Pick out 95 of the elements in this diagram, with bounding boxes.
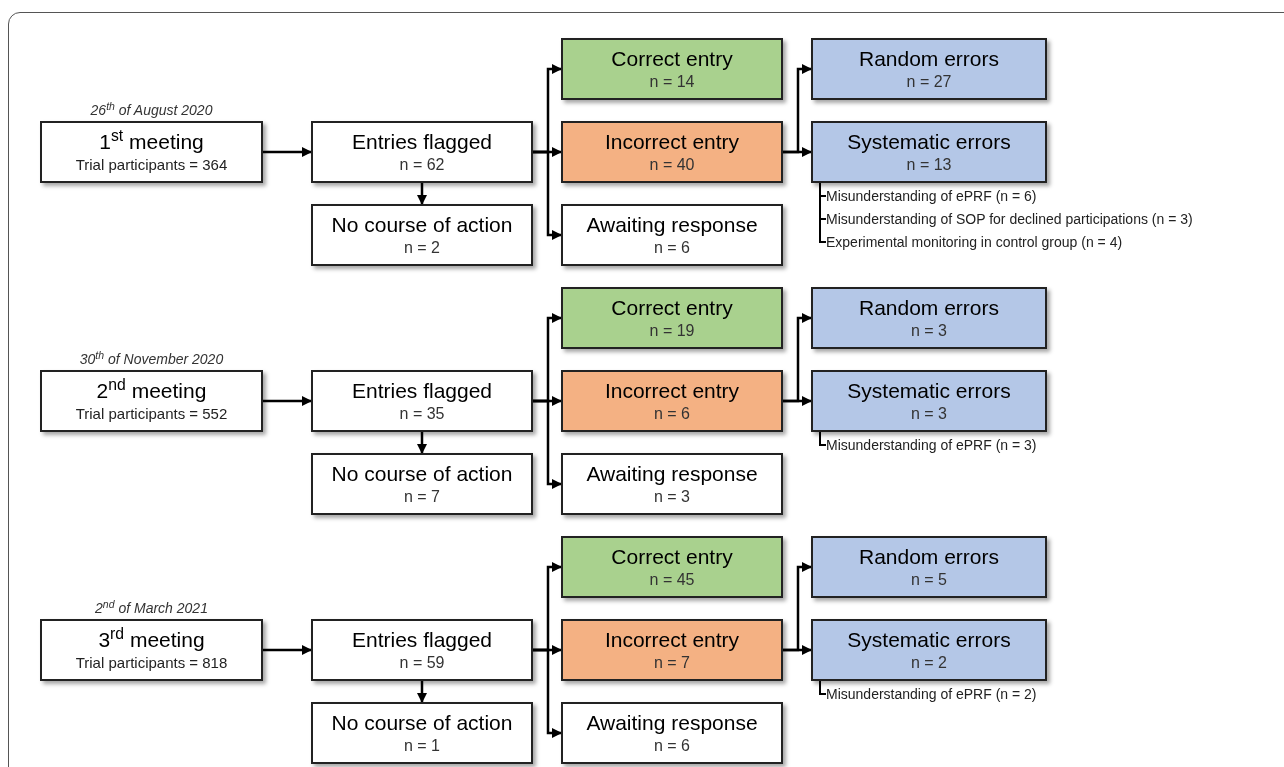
box-title: Awaiting response	[586, 212, 758, 238]
box-title: Systematic errors	[847, 129, 1011, 155]
outcome-box	[311, 453, 533, 515]
outcome-box	[311, 204, 533, 266]
error-box	[811, 38, 1047, 100]
box-count: n = 2	[404, 238, 440, 258]
box-count: n = 6	[654, 238, 690, 258]
box-count: n = 14	[649, 72, 695, 92]
box-count: n = 27	[906, 72, 952, 92]
box-title: No course of action	[331, 710, 513, 736]
box-title: Incorrect entry	[604, 129, 740, 155]
outcome-box	[561, 121, 783, 183]
box-title: No course of action	[331, 212, 513, 238]
box-count: n = 6	[654, 736, 690, 756]
error-cause-text: Misunderstanding of ePRF (n = 3)	[826, 435, 1037, 455]
outcome-box	[561, 204, 783, 266]
box-title: 2$^{nd}$ meeting	[96, 378, 207, 404]
bracket-line	[819, 680, 827, 695]
error-box	[811, 287, 1047, 349]
box-title: Random errors	[858, 295, 1000, 321]
meeting-box	[40, 121, 263, 183]
arrow	[417, 183, 427, 205]
box-title: No course of action	[331, 461, 513, 487]
error-box	[811, 536, 1047, 598]
box-count: n = 35	[399, 404, 445, 424]
outcome-box	[561, 453, 783, 515]
outcome-box	[561, 619, 783, 681]
error-cause-text: Misunderstanding of SOP for declined participations (n = 3)	[826, 209, 1193, 229]
box-title: Random errors	[858, 46, 1000, 72]
date-label: 2$^{nd}$ of March 2021	[94, 599, 209, 617]
bracket-line	[819, 182, 827, 243]
box-count: n = 6	[654, 404, 690, 424]
outcome-box	[311, 702, 533, 764]
box-count: n = 45	[649, 570, 695, 590]
error-cause-text: Misunderstanding of ePRF (n = 2)	[826, 684, 1037, 704]
outcome-box	[561, 536, 783, 598]
box-count: n = 3	[654, 487, 690, 507]
box-count: n = 3	[911, 321, 947, 341]
outcome-box	[561, 287, 783, 349]
box-title: Correct entry	[611, 46, 733, 72]
meeting-box	[40, 370, 263, 432]
box-count: n = 19	[649, 321, 695, 341]
arrow	[533, 399, 562, 489]
outcome-box	[561, 38, 783, 100]
box-count: n = 7	[404, 487, 440, 507]
arrow	[533, 648, 562, 738]
arrow	[783, 396, 812, 406]
process-box	[311, 619, 533, 681]
box-count: Trial participants = 552	[75, 404, 228, 424]
box-count: n = 7	[654, 653, 690, 673]
error-cause-text: Experimental monitoring in control group (n = 4)	[826, 232, 1123, 252]
error-box	[811, 121, 1047, 183]
outcome-box	[561, 702, 783, 764]
box-title: 1$^{st}$ meeting	[99, 129, 204, 155]
arrow	[783, 147, 812, 157]
box-count: n = 2	[911, 653, 947, 673]
box-title: Entries flagged	[351, 378, 493, 404]
date-label: 26$^{th}$ of August 2020	[89, 101, 214, 119]
meeting-box	[40, 619, 263, 681]
arrow	[417, 681, 427, 703]
error-box	[811, 619, 1047, 681]
arrow	[533, 150, 562, 240]
box-count: n = 59	[399, 653, 445, 673]
box-count: Trial participants = 364	[75, 155, 228, 175]
box-title: Awaiting response	[586, 710, 758, 736]
box-count: n = 5	[911, 570, 947, 590]
box-title: Systematic errors	[847, 378, 1011, 404]
box-title: Random errors	[858, 544, 1000, 570]
error-box	[811, 370, 1047, 432]
box-count: n = 40	[649, 155, 695, 175]
outcome-box	[561, 370, 783, 432]
arrow	[417, 432, 427, 454]
arrow	[263, 396, 312, 406]
error-cause-text: Misunderstanding of ePRF (n = 6)	[826, 186, 1037, 206]
process-box	[311, 121, 533, 183]
box-count: n = 13	[906, 155, 952, 175]
arrow	[263, 147, 312, 157]
box-count: n = 3	[911, 404, 947, 424]
box-title: Correct entry	[611, 544, 733, 570]
box-count: n = 1	[404, 736, 440, 756]
date-label: 30$^{th}$ of November 2020	[78, 350, 225, 368]
box-count: n = 62	[399, 155, 445, 175]
box-count: Trial participants = 818	[75, 653, 228, 673]
arrow	[263, 645, 312, 655]
box-title: Awaiting response	[586, 461, 758, 487]
box-title: Entries flagged	[351, 627, 493, 653]
box-title: Incorrect entry	[604, 378, 740, 404]
process-box	[311, 370, 533, 432]
box-title: Entries flagged	[351, 129, 493, 155]
arrow	[783, 645, 812, 655]
box-title: 3$^{rd}$ meeting	[98, 627, 205, 653]
box-title: Incorrect entry	[604, 627, 740, 653]
bracket-line	[819, 431, 827, 446]
box-title: Correct entry	[611, 295, 733, 321]
box-title: Systematic errors	[847, 627, 1011, 653]
